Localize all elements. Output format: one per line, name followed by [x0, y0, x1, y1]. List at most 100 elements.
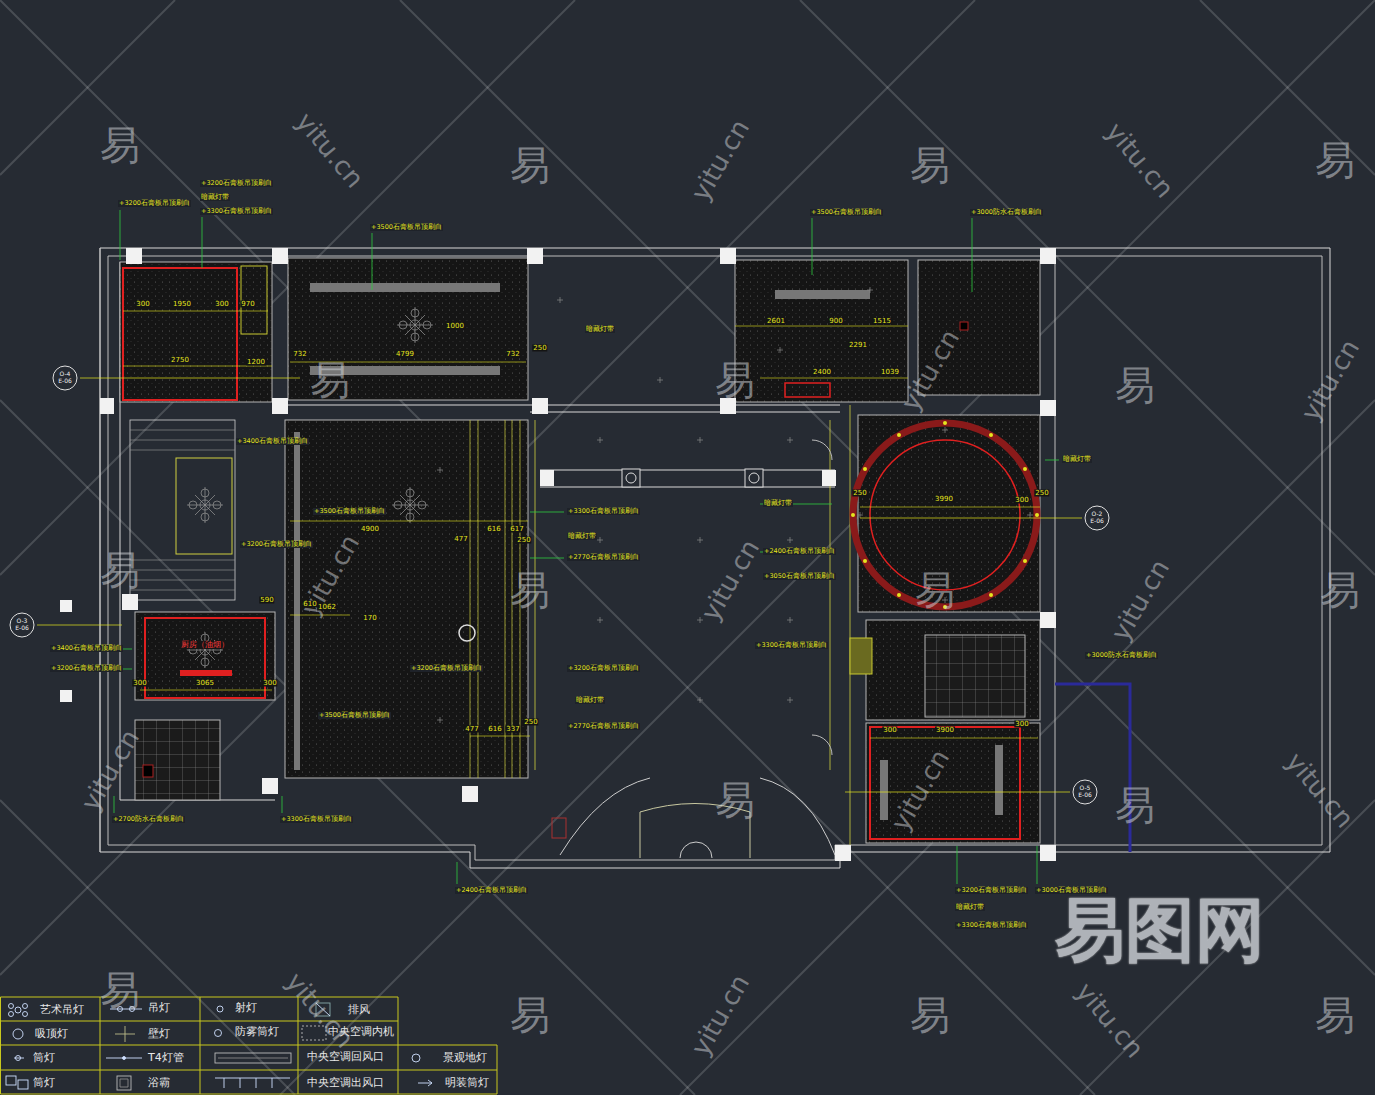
- marker-code: E-06: [1078, 792, 1092, 799]
- dimension: 300: [1014, 497, 1029, 504]
- ceiling-note: 暗藏灯带: [585, 326, 615, 333]
- watermark-url: yitu.cn: [282, 968, 359, 1052]
- dimension: 1200: [246, 359, 266, 366]
- dimension: 4799: [395, 351, 415, 358]
- rooms: [120, 258, 1040, 843]
- dimension: 970: [240, 301, 255, 308]
- dimension: 300: [882, 727, 897, 734]
- watermark-glyph: 易: [310, 360, 350, 400]
- dimension: 170: [362, 615, 377, 622]
- ceiling-note: +3000防水石膏板刷白: [1085, 652, 1158, 659]
- round-room-lights: [851, 421, 1039, 609]
- legend-label: 排风: [348, 1003, 370, 1017]
- watermark-glyph: 易: [1115, 365, 1155, 405]
- ceiling-note: +2700防水石膏板刷白: [112, 816, 185, 823]
- legend-row: 射灯: [235, 1001, 257, 1015]
- legend-row: 艺术吊灯: [40, 1003, 84, 1017]
- section-marker: O-4E-06: [52, 365, 78, 391]
- dimension: 250: [1034, 490, 1049, 497]
- ceiling-note: +3500石膏板吊顶刷白: [313, 508, 386, 515]
- dimension: 1950: [172, 301, 192, 308]
- watermark-url: yitu.cn: [897, 325, 964, 414]
- watermark-url: yitu.cn: [1107, 555, 1174, 644]
- watermark-glyph: 易: [100, 550, 140, 590]
- legend-row: 中央空调回风口: [307, 1050, 384, 1064]
- marker-text: O-4E-06: [52, 365, 78, 391]
- marker-code: O-4: [60, 371, 71, 378]
- dimension: 2601: [766, 318, 786, 325]
- dimension: 1062: [317, 604, 337, 611]
- legend-label: 艺术吊灯: [40, 1003, 84, 1017]
- marker-code: O-3: [17, 618, 28, 625]
- ceiling-note: +3300石膏板吊顶刷白: [567, 508, 640, 515]
- dimension: 300: [262, 680, 277, 687]
- dimension: 900: [828, 318, 843, 325]
- legend-label: 射灯: [235, 1001, 257, 1015]
- ceiling-note: +3200石膏板吊顶刷白: [955, 887, 1028, 894]
- ceiling-note: +2770石膏板吊顶刷白: [567, 554, 640, 561]
- watermark-glyph: 易: [715, 780, 755, 820]
- watermark-glyph: 易: [510, 145, 550, 185]
- watermark-url: yitu.cn: [297, 530, 364, 619]
- legend-row: 中央空调内机: [328, 1025, 394, 1039]
- marker-code: E-06: [15, 625, 29, 632]
- dimension: 250: [532, 345, 547, 352]
- watermark-glyph: 易: [100, 125, 140, 165]
- dimension: 2291: [848, 342, 868, 349]
- dimension: 3900: [935, 727, 955, 734]
- dimension: 616: [487, 726, 502, 733]
- dimension: 477: [453, 536, 468, 543]
- ceiling-note: +3200石膏板吊顶刷白: [50, 665, 123, 672]
- legend-row: 吊灯: [148, 1001, 170, 1015]
- dimension: 590: [259, 597, 274, 604]
- legend-row: 排风: [348, 1003, 370, 1017]
- ceiling-note: 暗藏灯带: [763, 500, 793, 507]
- ceiling-note: +3200石膏板吊顶刷白: [118, 200, 191, 207]
- ceiling-note: +3050石膏板吊顶刷白: [763, 573, 836, 580]
- watermark-glyph: 易: [1315, 995, 1355, 1035]
- downlights: [187, 287, 1033, 723]
- outer-wall: [100, 248, 1330, 868]
- watermark-glyph: 易: [510, 995, 550, 1035]
- legend-label: 浴霸: [148, 1076, 170, 1090]
- legend-label: 吊灯: [148, 1001, 170, 1015]
- legend-label: 防雾筒灯: [235, 1025, 279, 1039]
- dimension: 610: [302, 601, 317, 608]
- ceiling-note: +3300石膏板吊顶刷白: [200, 208, 273, 215]
- ceiling-note: +2400石膏板吊顶刷白: [763, 548, 836, 555]
- dimension: 617: [509, 526, 524, 533]
- ceiling-note: +3300石膏板吊顶刷白: [955, 922, 1028, 929]
- watermark-glyph: 易: [1320, 570, 1360, 610]
- legend-label: 明装筒灯: [445, 1076, 489, 1090]
- dimension: 250: [516, 537, 531, 544]
- watermark-glyph: 易: [910, 145, 950, 185]
- watermark-url: yitu.cn: [1297, 335, 1364, 424]
- marker-text: O-5E-06: [1072, 779, 1098, 805]
- watermark-url: yitu.cn: [687, 115, 754, 204]
- ceiling-note: +3400石膏板吊顶刷白: [236, 438, 309, 445]
- dimension: 2400: [812, 369, 832, 376]
- ceiling-note: 暗藏灯带: [955, 904, 985, 911]
- legend-label: 中央空调内机: [328, 1025, 394, 1039]
- marker-code: E-06: [1090, 518, 1104, 525]
- watermark-url: yitu.cn: [687, 970, 754, 1059]
- watermark-glyph: 易: [915, 570, 955, 610]
- dimension: 1515: [872, 318, 892, 325]
- room-details: [123, 266, 1130, 858]
- dimension: 3065: [195, 680, 215, 687]
- dimension: 2750: [170, 357, 190, 364]
- ceiling-note: +3200石膏板吊顶刷白: [200, 180, 273, 187]
- legend-row: 景观地灯: [443, 1051, 487, 1065]
- dimension: 250: [852, 490, 867, 497]
- dimension: 732: [505, 351, 520, 358]
- ceiling-note: 暗藏灯带: [575, 697, 605, 704]
- dimension: 300: [135, 301, 150, 308]
- ceiling-note: +3300石膏板吊顶刷白: [755, 642, 828, 649]
- legend-row: 筒灯: [33, 1076, 55, 1090]
- ceiling-note: +3400石膏板吊顶刷白: [50, 645, 123, 652]
- section-lines: [37, 378, 1082, 792]
- watermark-glyph: 易: [1115, 785, 1155, 825]
- legend-row: 筒灯: [33, 1051, 55, 1065]
- ceiling-note: +3500石膏板吊顶刷白: [370, 224, 443, 231]
- marker-text: O-2E-06: [1084, 505, 1110, 531]
